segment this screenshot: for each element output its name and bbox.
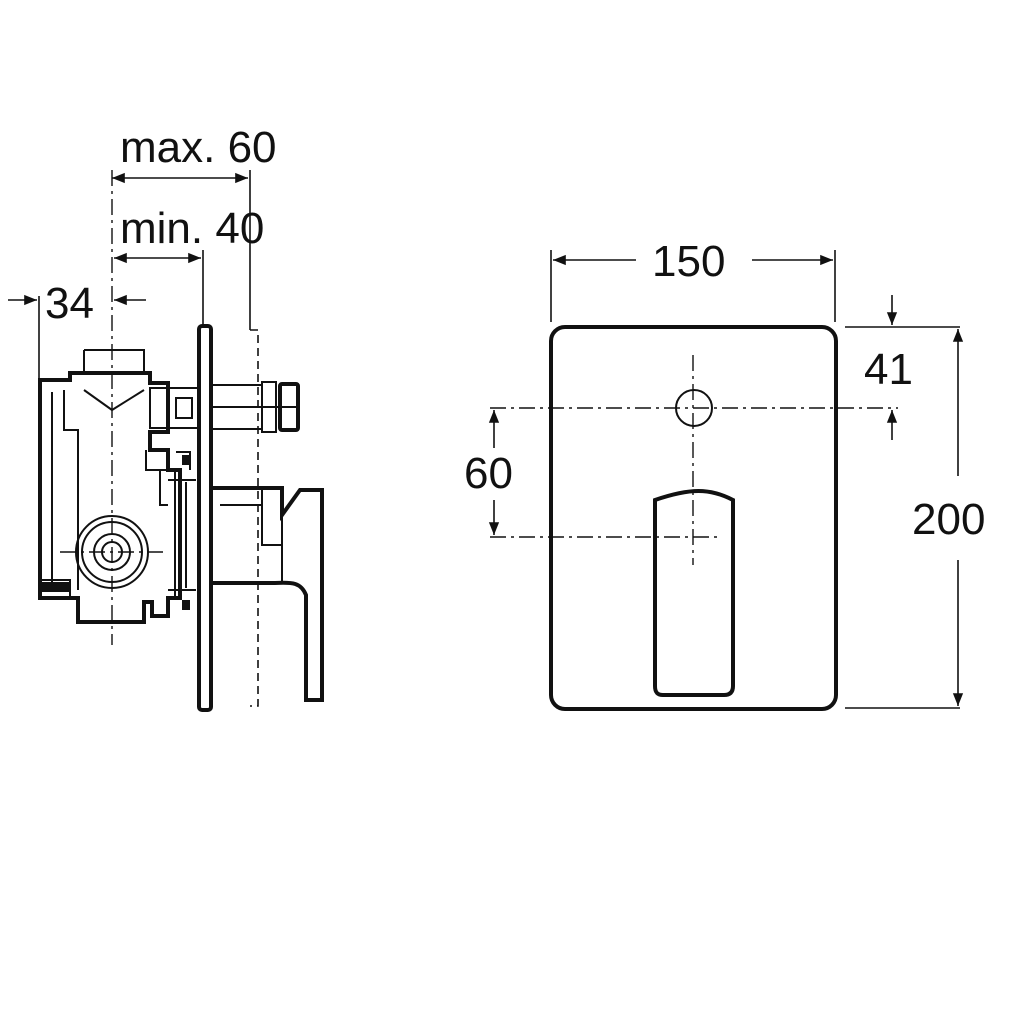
wall-offset-label: 34: [45, 279, 94, 328]
finished-wall: [250, 329, 259, 707]
dimension-min-depth: min. 40: [114, 204, 264, 325]
dimension-handle-offset: 41: [845, 295, 960, 440]
lever-side: [211, 486, 324, 702]
handle-offset-label: 41: [864, 345, 913, 394]
spindle: [149, 381, 300, 433]
side-view: max. 60 min. 40 34: [8, 123, 324, 712]
valve-port: [60, 515, 168, 589]
dimension-plate-width: 150: [550, 237, 836, 322]
dimension-axis-distance: 60: [464, 410, 513, 535]
plate-height-label: 200: [912, 495, 985, 544]
front-view: 150 41 60 200: [464, 237, 985, 711]
lever-handle: [653, 489, 735, 697]
min-depth-label: min. 40: [120, 204, 264, 253]
axis-distance-label: 60: [464, 449, 513, 498]
dimension-plate-height: 200: [845, 329, 985, 709]
dimension-wall-offset: 34: [8, 279, 146, 380]
wall-plate: [197, 324, 213, 712]
plate-width-label: 150: [652, 237, 725, 286]
max-depth-label: max. 60: [120, 123, 277, 172]
dimension-max-depth: max. 60: [112, 123, 277, 330]
spindle-hole: [675, 389, 713, 427]
cover-plate: [549, 325, 838, 711]
valve-body: [38, 349, 196, 624]
